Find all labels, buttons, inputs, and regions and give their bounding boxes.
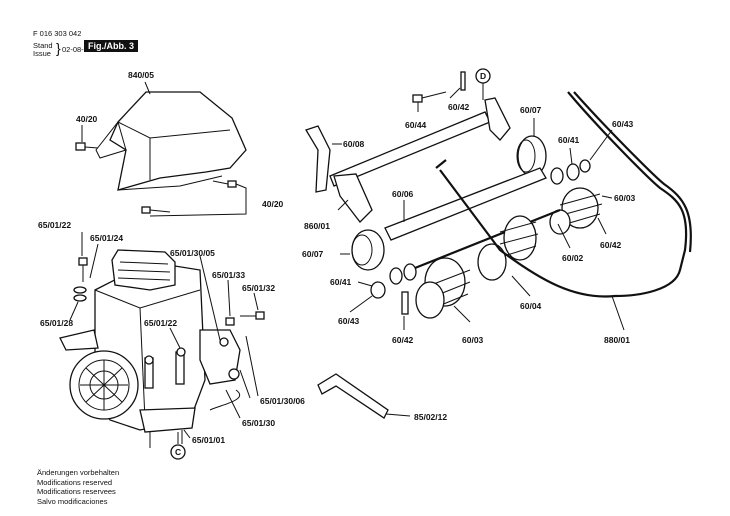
leader xyxy=(183,429,191,439)
part-label: 65/01/33 xyxy=(212,270,245,280)
shaft-part xyxy=(329,97,511,187)
axle-part xyxy=(409,208,561,272)
note-line: Modifications reserved xyxy=(37,477,113,487)
part-label: 60/03 xyxy=(614,193,636,203)
washer-part xyxy=(389,267,403,285)
part-label: 60/42 xyxy=(600,240,622,250)
engine-part xyxy=(59,249,241,448)
leader xyxy=(199,255,221,341)
stand-label: Stand xyxy=(33,41,53,50)
leader xyxy=(611,295,625,331)
part-label: 60/42 xyxy=(392,335,414,345)
part-label: 65/01/22 xyxy=(38,220,71,230)
part-label: 65/01/30/06 xyxy=(260,396,305,406)
screw-part xyxy=(75,142,99,151)
leader xyxy=(597,217,607,235)
part-label: 60/42 xyxy=(448,102,470,112)
leader xyxy=(385,413,411,417)
issue-label: Issue xyxy=(33,49,51,58)
issue-date: 02-08-12 xyxy=(62,45,93,54)
part-label: 60/08 xyxy=(343,139,365,149)
leader xyxy=(225,389,241,419)
leader xyxy=(69,301,79,321)
leader xyxy=(149,183,247,217)
engine-bolts xyxy=(73,257,88,302)
part-label: 840/05 xyxy=(128,70,154,80)
callout-label: C xyxy=(175,447,181,457)
part-label: 65/01/32 xyxy=(242,283,275,293)
bolt-part xyxy=(412,91,447,103)
leader xyxy=(253,292,259,311)
figure-badge: Fig./Abb. 3 xyxy=(84,40,138,52)
washer-part xyxy=(403,263,417,281)
part-label: 65/01/24 xyxy=(90,233,123,243)
washer-part xyxy=(370,281,386,299)
callout-c-circle xyxy=(170,444,186,460)
revision-notes: Änderungen vorbehalten Modifications res… xyxy=(37,468,119,506)
leader xyxy=(144,81,151,95)
part-label: 65/01/30 xyxy=(242,418,275,428)
part-label: 60/06 xyxy=(392,189,414,199)
washer-part xyxy=(550,167,564,185)
washer-part xyxy=(566,163,580,181)
leader xyxy=(337,199,349,211)
leader xyxy=(227,279,231,317)
leader xyxy=(601,195,613,199)
part-label: 860/01 xyxy=(304,221,330,231)
part-label: 60/04 xyxy=(520,301,542,311)
pin-part xyxy=(460,71,466,91)
part-label: 60/43 xyxy=(338,316,360,326)
spike-roller-part xyxy=(549,187,603,235)
note-line: Änderungen vorbehalten xyxy=(37,468,120,477)
part-label: 60/02 xyxy=(562,253,584,263)
leader xyxy=(357,281,373,287)
spike-roller-part xyxy=(415,257,471,319)
cover-part xyxy=(95,91,247,191)
washer-part xyxy=(579,159,591,173)
side-plate-part xyxy=(333,173,373,223)
part-label: 60/43 xyxy=(612,119,634,129)
part-label: 65/01/30/05 xyxy=(170,248,215,258)
leader xyxy=(511,275,531,297)
leader xyxy=(589,129,613,161)
part-label: 40/20 xyxy=(262,199,284,209)
part-label: 60/41 xyxy=(330,277,352,287)
hex-key-part xyxy=(317,373,389,419)
roller-part xyxy=(351,229,385,271)
part-label: 60/07 xyxy=(520,105,542,115)
leader xyxy=(557,223,571,249)
part-label: 60/07 xyxy=(302,249,324,259)
note-line: Salvo modificaciones xyxy=(37,496,108,506)
part-label: 65/01/28 xyxy=(40,318,73,328)
part-label: 40/20 xyxy=(76,114,98,124)
part-label: 60/41 xyxy=(558,135,580,145)
leader xyxy=(569,147,573,165)
frame-part xyxy=(435,91,692,298)
doc-number: F 016 303 042 xyxy=(33,29,82,38)
bracket-part xyxy=(305,125,331,193)
leader xyxy=(169,327,181,349)
callout-label: D xyxy=(480,71,486,81)
leader xyxy=(449,87,461,99)
note-line: Modifications reservees xyxy=(37,487,116,496)
part-label: 65/01/22 xyxy=(144,318,177,328)
roller-part xyxy=(516,135,547,177)
spike-roller-part xyxy=(477,215,539,281)
part-label: 85/02/12 xyxy=(414,412,447,422)
issue-brace: } xyxy=(56,40,61,56)
part-label: 65/01/01 xyxy=(192,435,225,445)
part-label: 60/03 xyxy=(462,335,484,345)
part-label: 880/01 xyxy=(604,335,630,345)
part-label: 60/44 xyxy=(405,120,427,130)
screw-part xyxy=(141,180,237,214)
leader xyxy=(453,305,471,323)
leader xyxy=(349,295,373,313)
pin-part xyxy=(401,291,409,315)
leader xyxy=(89,243,99,279)
leader xyxy=(239,335,259,399)
